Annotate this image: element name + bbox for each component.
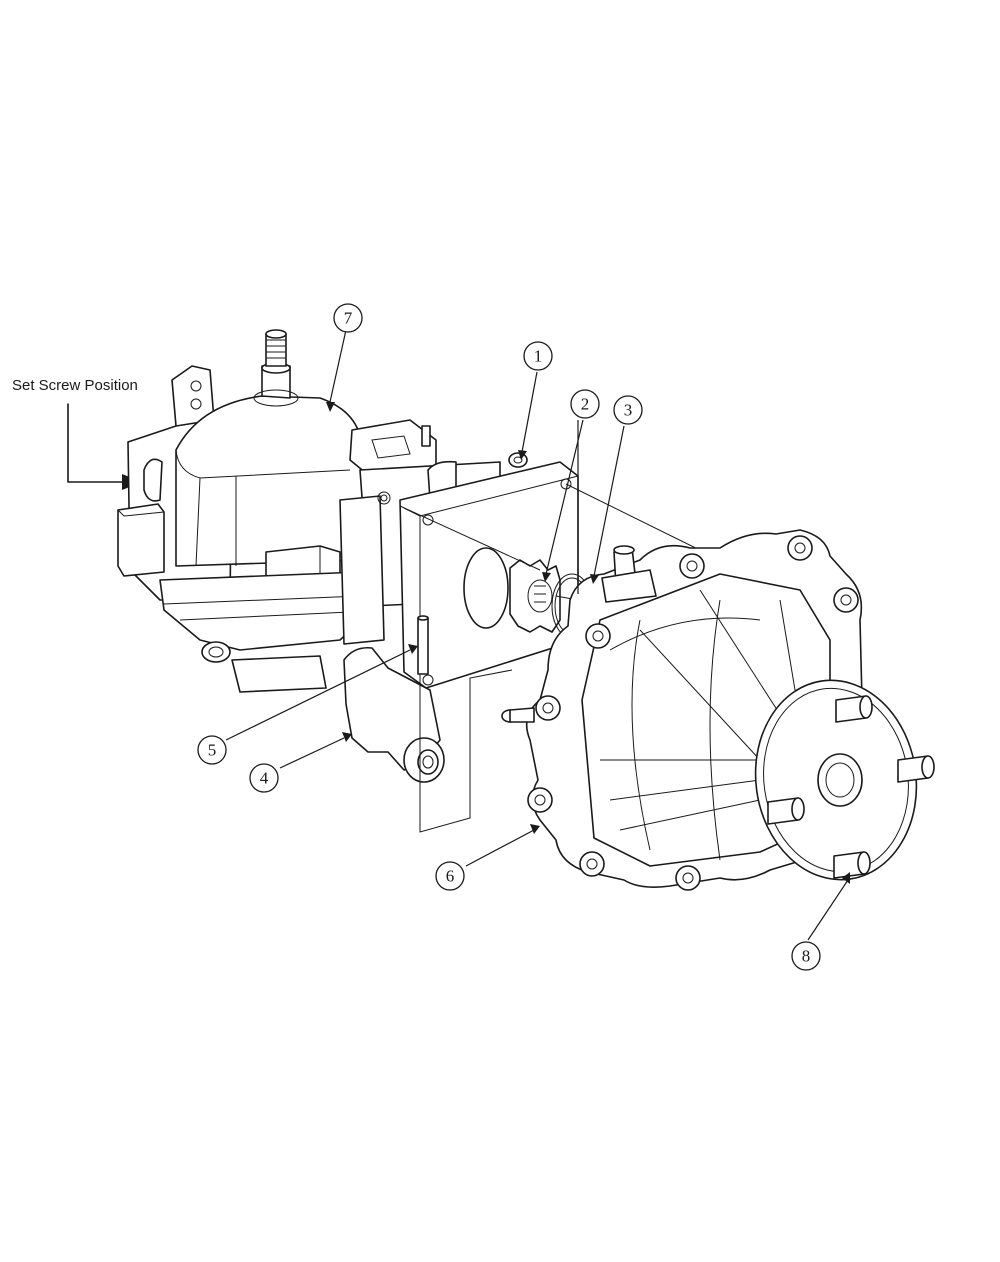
stud xyxy=(767,797,805,825)
explode-line-upper xyxy=(399,505,541,571)
svg-text:1: 1 xyxy=(534,347,543,366)
set-screw-arrow-line xyxy=(67,403,123,483)
stud xyxy=(835,695,873,723)
balloon-6: 6 xyxy=(435,861,465,891)
set-screw-position-label: Set Screw Position xyxy=(12,377,138,394)
svg-text:5: 5 xyxy=(208,741,217,760)
svg-text:3: 3 xyxy=(624,401,633,420)
balloon-1: 1 xyxy=(523,341,553,371)
bracket-part xyxy=(343,646,445,783)
svg-text:4: 4 xyxy=(260,769,269,788)
balloon-4: 4 xyxy=(249,763,279,793)
stud xyxy=(897,755,935,783)
leader-lines xyxy=(225,329,850,941)
svg-text:6: 6 xyxy=(446,867,455,886)
balloon-2: 2 xyxy=(570,389,600,419)
balloon-8: 8 xyxy=(791,941,821,971)
svg-text:2: 2 xyxy=(581,395,590,414)
hub-flange-part xyxy=(754,679,935,881)
svg-text:8: 8 xyxy=(802,947,811,966)
svg-text:7: 7 xyxy=(344,309,353,328)
stud xyxy=(833,851,871,879)
nut-part xyxy=(508,452,528,468)
balloon-5: 5 xyxy=(197,735,227,765)
explode-line-bracket xyxy=(419,669,513,833)
balloon-3: 3 xyxy=(613,395,643,425)
pin-part xyxy=(417,615,429,675)
balloon-7: 7 xyxy=(333,303,363,333)
